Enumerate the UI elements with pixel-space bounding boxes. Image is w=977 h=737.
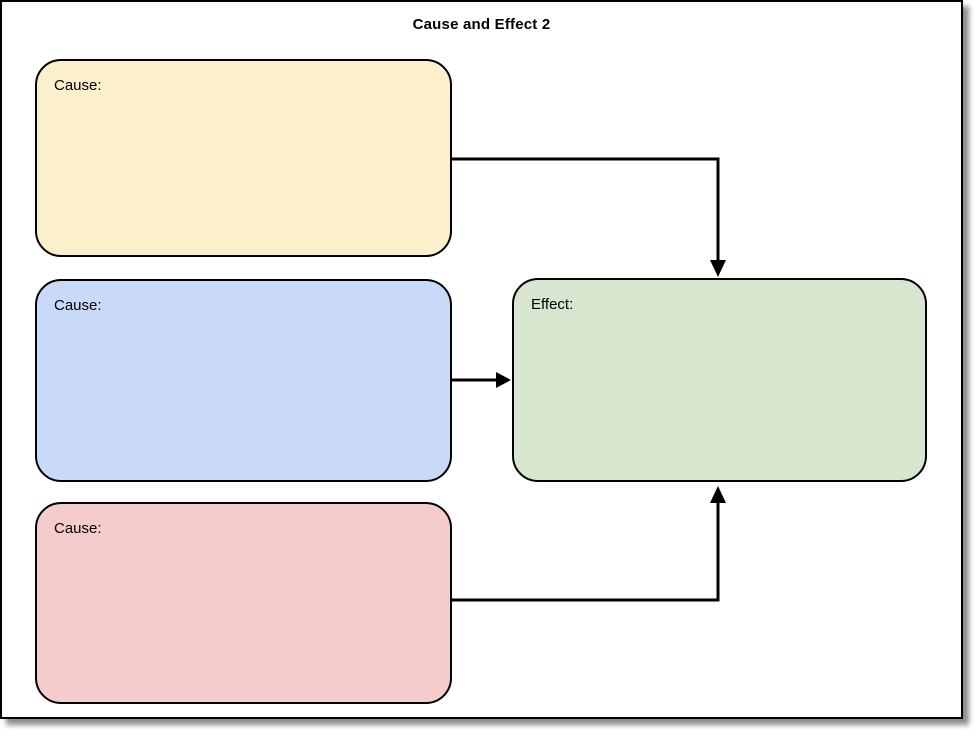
arrowhead-up-icon [710,486,726,503]
cause-box-1[interactable]: Cause: [35,59,452,257]
diagram-title: Cause and Effect 2 [412,16,551,33]
cause-box-3[interactable]: Cause: [35,502,452,704]
effect-box-label: Effect: [531,296,574,313]
cause-box-2[interactable]: Cause: [35,279,452,482]
connector-cause1-to-effect [452,157,726,277]
cause-box-3-label: Cause: [54,520,102,537]
cause-box-1-label: Cause: [54,77,102,94]
connector-cause3-to-effect [452,486,726,602]
cause-box-2-label: Cause: [54,297,102,314]
connector-cause3-elbow-line [452,502,720,602]
effect-box[interactable]: Effect: [512,278,927,482]
arrowhead-down-icon [710,260,726,277]
worksheet-page: Cause and Effect 2 Cause: Cause: Cause: … [0,0,963,719]
arrowhead-right-icon [496,372,511,388]
connector-cause2-to-effect [452,372,511,388]
connector-cause1-elbow-line [452,157,720,261]
